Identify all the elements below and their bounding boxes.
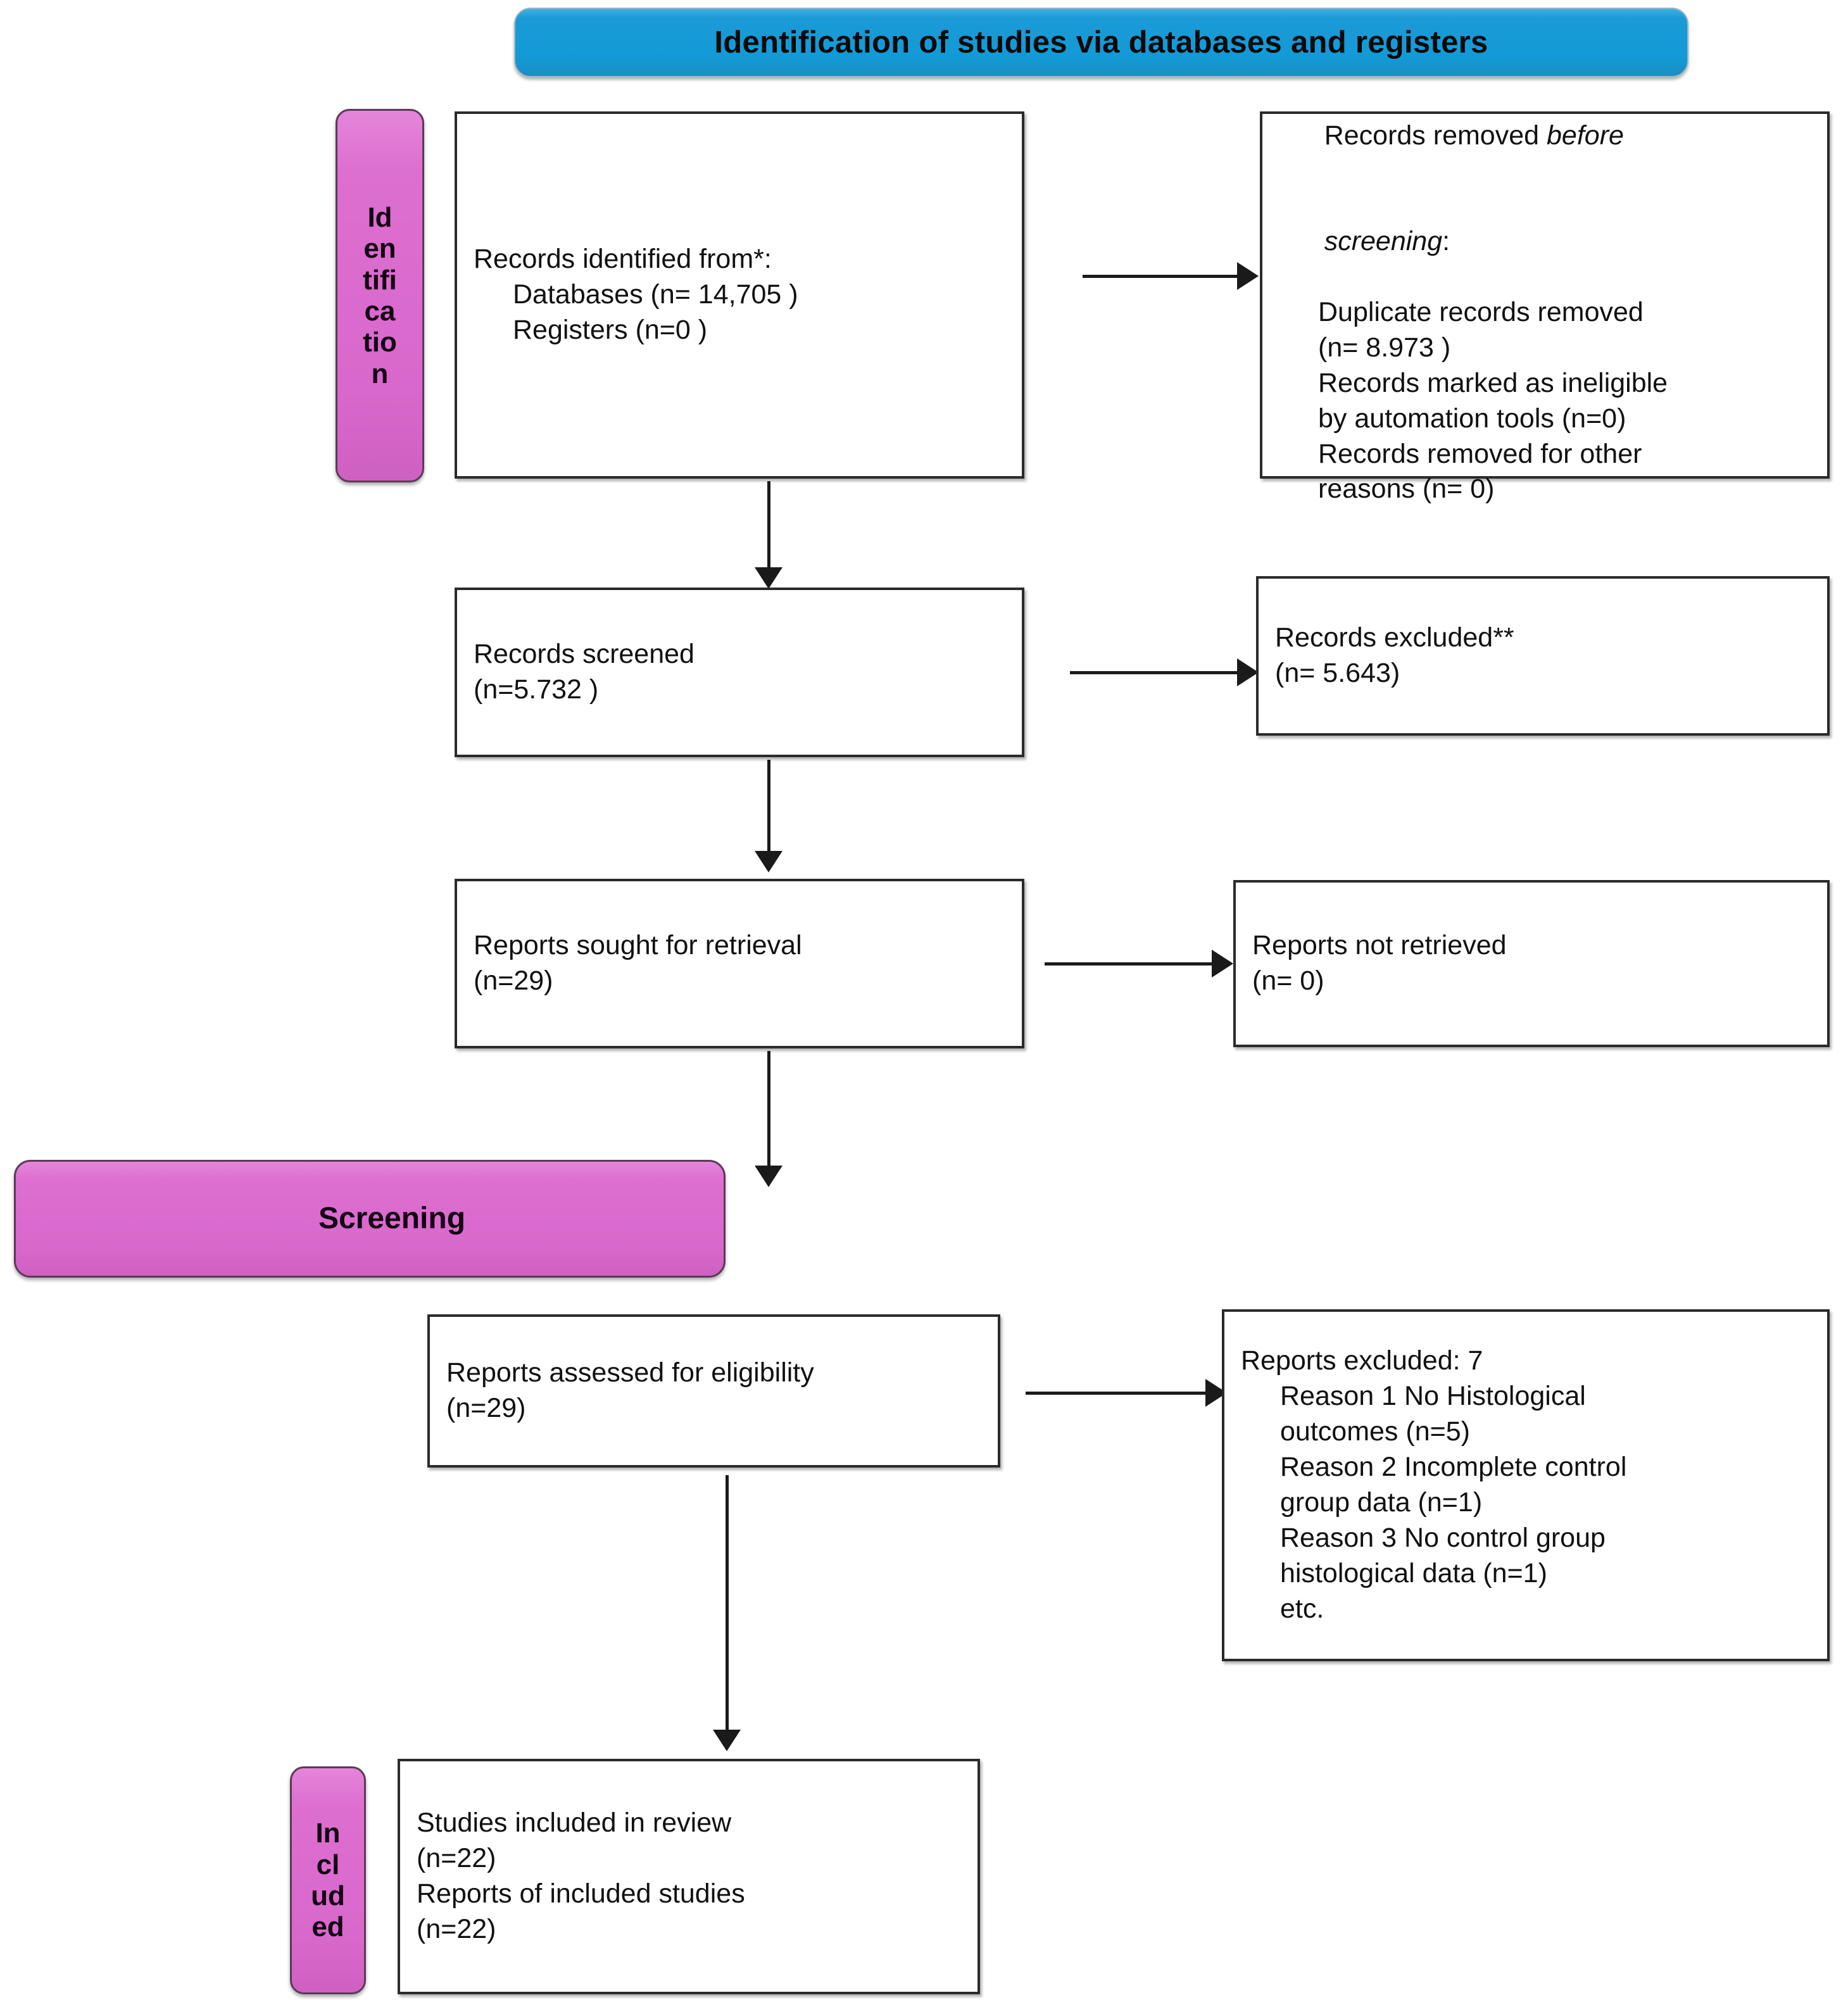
reports-excluded-line-6: Reason 3 No control group bbox=[1280, 1522, 1606, 1553]
records-removed-line-8: reasons (n= 0) bbox=[1318, 474, 1495, 505]
records-excluded-line-2: (n= 5.643) bbox=[1275, 658, 1400, 688]
records-removed-line-1-italic: before bbox=[1547, 120, 1624, 151]
records-removed-line-6: by automation tools (n=0) bbox=[1318, 403, 1626, 434]
reports-excluded-line-4: Reason 2 Incomplete control bbox=[1280, 1452, 1627, 1483]
arrow-screened-to-sought bbox=[755, 760, 783, 872]
arrow-line bbox=[1083, 275, 1238, 278]
studies-included-line-4: (n=22) bbox=[417, 1913, 496, 1944]
box-records-screened: Records screened (n=5.732 ) bbox=[455, 588, 1024, 757]
records-identified-line-1: Records identified from*: bbox=[474, 244, 772, 275]
box-records-removed: Records removed before screening: Duplic… bbox=[1260, 111, 1830, 504]
arrow-head-down-icon bbox=[713, 1730, 741, 1751]
reports-excluded-line-2: Reason 1 No Histological bbox=[1280, 1381, 1586, 1412]
reports-not-retrieved-line-2: (n= 0) bbox=[1252, 965, 1324, 996]
reports-sought-line-1: Reports sought for retrieval bbox=[474, 930, 802, 961]
reports-sought-line-2: (n=29) bbox=[474, 965, 553, 996]
reports-excluded-line-3: outcomes (n=5) bbox=[1280, 1416, 1470, 1447]
arrow-line bbox=[1070, 671, 1238, 674]
arrow-assessed-to-excluded bbox=[1026, 1379, 1228, 1407]
records-identified-line-2: Databases (n= 14,705 ) bbox=[513, 279, 798, 310]
records-screened-line-2: (n=5.732 ) bbox=[474, 674, 599, 705]
phase-label-screening: Screening bbox=[318, 1202, 466, 1236]
box-reports-assessed: Reports assessed for eligibility (n=29) bbox=[427, 1314, 1000, 1468]
box-reports-not-retrieved: Reports not retrieved (n= 0) bbox=[1233, 880, 1830, 1047]
records-removed-line-1-plain: Records removed bbox=[1324, 120, 1547, 151]
phase-label-identification: Id en tifi ca tio n bbox=[363, 202, 397, 389]
arrow-line bbox=[726, 1475, 729, 1732]
box-studies-included: Studies included in review (n=22) Report… bbox=[398, 1759, 980, 1994]
records-removed-line-2-plain: : bbox=[1442, 226, 1450, 257]
arrow-head-right-icon bbox=[1237, 262, 1259, 290]
reports-excluded-line-5: group data (n=1) bbox=[1280, 1487, 1483, 1518]
arrow-screened-to-excluded bbox=[1070, 658, 1260, 686]
records-removed-line-2-italic: screening bbox=[1324, 226, 1443, 257]
arrow-sought-to-not-retrieved bbox=[1045, 950, 1235, 978]
records-removed-line-1: Records removed before bbox=[1262, 83, 1827, 189]
records-removed-line-4: (n= 8.973 ) bbox=[1318, 332, 1451, 363]
arrow-line bbox=[1026, 1392, 1207, 1395]
reports-excluded-line-8: etc. bbox=[1280, 1593, 1324, 1624]
arrow-identified-to-screened bbox=[755, 481, 783, 589]
studies-included-line-2: (n=22) bbox=[417, 1843, 496, 1874]
arrow-identified-to-removed bbox=[1083, 262, 1260, 290]
arrow-head-down-icon bbox=[755, 1166, 783, 1187]
records-identified-line-3: Registers (n=0 ) bbox=[513, 314, 708, 345]
arrow-line bbox=[1045, 962, 1213, 965]
reports-assessed-line-1: Reports assessed for eligibility bbox=[446, 1357, 814, 1388]
phase-banner-included: In cl ud ed bbox=[290, 1766, 366, 1994]
arrow-head-right-icon bbox=[1237, 658, 1259, 686]
phase-banner-screening: Screening bbox=[14, 1160, 726, 1278]
records-excluded-line-1: Records excluded** bbox=[1275, 622, 1514, 653]
reports-assessed-line-2: (n=29) bbox=[446, 1393, 526, 1423]
reports-excluded-line-7: histological data (n=1) bbox=[1280, 1557, 1547, 1588]
records-screened-line-1: Records screened bbox=[474, 639, 695, 670]
phase-label-included: In cl ud ed bbox=[311, 1818, 345, 1943]
arrow-sought-to-assessed bbox=[755, 1051, 783, 1187]
reports-not-retrieved-line-1: Reports not retrieved bbox=[1252, 930, 1507, 961]
studies-included-line-3: Reports of included studies bbox=[417, 1878, 745, 1909]
box-records-excluded: Records excluded** (n= 5.643) bbox=[1256, 576, 1830, 736]
box-records-identified: Records identified from*: Databases (n= … bbox=[455, 111, 1024, 479]
arrow-line bbox=[767, 760, 770, 853]
records-removed-line-3: Duplicate records removed bbox=[1318, 297, 1644, 327]
arrow-line bbox=[767, 481, 770, 570]
records-removed-line-7: Records removed for other bbox=[1318, 438, 1642, 469]
box-reports-excluded-reasons: Reports excluded: 7 Reason 1 No Histolog… bbox=[1222, 1309, 1830, 1661]
phase-banner-identification: Id en tifi ca tio n bbox=[336, 109, 424, 482]
arrow-assessed-to-included bbox=[713, 1475, 741, 1754]
records-removed-line-2: screening: bbox=[1262, 189, 1827, 295]
box-reports-sought: Reports sought for retrieval (n=29) bbox=[455, 879, 1024, 1048]
reports-excluded-line-1: Reports excluded: 7 bbox=[1241, 1345, 1483, 1376]
arrow-line bbox=[767, 1051, 770, 1168]
arrow-head-down-icon bbox=[755, 567, 783, 589]
identification-header-title: Identification of studies via databases … bbox=[714, 25, 1488, 60]
studies-included-line-1: Studies included in review bbox=[417, 1808, 732, 1839]
arrow-head-right-icon bbox=[1212, 950, 1233, 978]
records-removed-line-5: Records marked as ineligible bbox=[1318, 367, 1668, 398]
arrow-head-down-icon bbox=[755, 851, 783, 872]
identification-header-banner: Identification of studies via databases … bbox=[514, 8, 1688, 77]
